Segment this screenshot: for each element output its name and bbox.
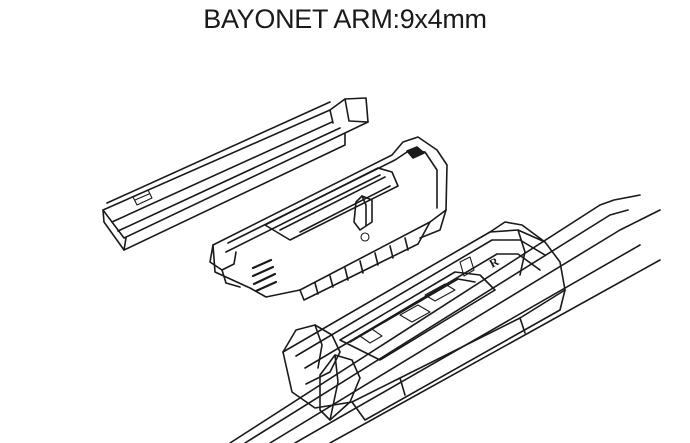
r-emblem: R [487,254,502,271]
bayonet-arm [102,97,369,251]
page-title: BAYONET ARM:9x4mm [203,4,487,34]
wiper-blade: R [229,194,661,443]
adapter-clip [209,136,448,301]
